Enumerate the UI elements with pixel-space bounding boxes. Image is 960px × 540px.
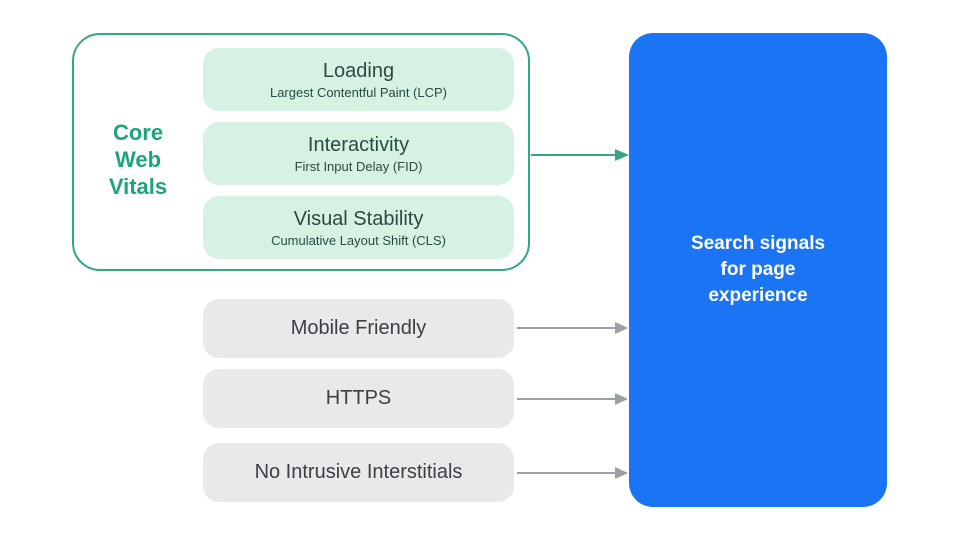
core-web-vitals-label-line: Core <box>112 120 164 145</box>
arrow-shaft <box>517 398 616 400</box>
arrow-head-icon <box>615 322 628 334</box>
mobile-friendly-arrow <box>517 321 629 335</box>
core-web-vitals-label-line: Vitals <box>108 174 168 199</box>
https-arrow <box>517 392 629 406</box>
core-web-vitals-arrow <box>531 148 629 162</box>
core-web-vitals-label: Core Web Vitals <box>74 119 202 200</box>
no-intrusive-interstitials-arrow <box>517 466 629 480</box>
search-signals-line: for page <box>720 259 796 280</box>
arrow-head-icon <box>615 149 629 161</box>
search-signals-result-box: Search signals for page experience <box>629 33 887 507</box>
metric-visual-stability-title: Visual Stability <box>293 207 424 230</box>
metric-loading-subtitle: Largest Contentful Paint (LCP) <box>269 84 448 100</box>
metric-loading-pill: Loading Largest Contentful Paint (LCP) <box>203 48 514 111</box>
signal-no-intrusive-interstitials-pill: No Intrusive Interstitials <box>203 443 514 502</box>
search-signals-line: Search signals <box>690 233 826 254</box>
arrow-shaft <box>531 154 616 156</box>
arrow-shaft <box>517 472 616 474</box>
metric-interactivity-subtitle: First Input Delay (FID) <box>294 158 423 174</box>
arrow-head-icon <box>615 393 628 405</box>
metric-loading-title: Loading <box>322 59 395 82</box>
signal-mobile-friendly-pill: Mobile Friendly <box>203 299 514 358</box>
search-signals-line: experience <box>708 285 808 306</box>
metric-visual-stability-subtitle: Cumulative Layout Shift (CLS) <box>271 232 446 248</box>
metric-interactivity-pill: Interactivity First Input Delay (FID) <box>203 122 514 185</box>
arrow-head-icon <box>615 467 628 479</box>
metric-visual-stability-pill: Visual Stability Cumulative Layout Shift… <box>203 196 514 259</box>
search-signals-result-label: Search signals for page experience <box>691 231 825 309</box>
arrow-shaft <box>517 327 616 329</box>
metric-interactivity-title: Interactivity <box>307 133 410 156</box>
signal-no-intrusive-interstitials-label: No Intrusive Interstitials <box>254 461 463 483</box>
signal-mobile-friendly-label: Mobile Friendly <box>290 317 427 339</box>
signal-https-label: HTTPS <box>325 387 392 409</box>
core-web-vitals-label-line: Web <box>114 147 162 172</box>
signal-https-pill: HTTPS <box>203 369 514 428</box>
